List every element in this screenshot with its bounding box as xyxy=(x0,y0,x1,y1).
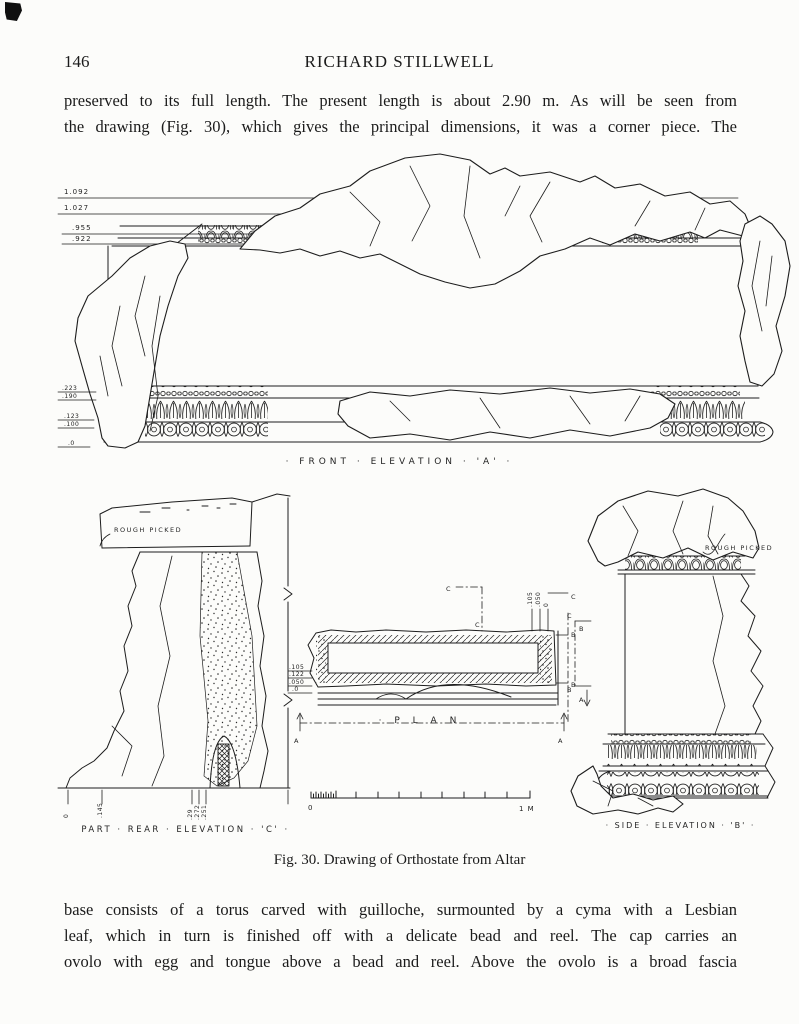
svg-text:.123: .123 xyxy=(64,413,79,420)
svg-text:C: C xyxy=(571,593,576,601)
rear-elevation-caption: PART · REAR · ELEVATION · 'C' · xyxy=(81,825,290,835)
svg-text:.272: .272 xyxy=(194,805,201,820)
svg-text:.251: .251 xyxy=(201,805,208,820)
side-elevation-caption: · SIDE · ELEVATION · 'B' · xyxy=(605,821,756,830)
side-elevation-drawing: ROUGH PICKED C B B A xyxy=(567,488,776,815)
svg-text:.0: .0 xyxy=(292,686,299,693)
svg-text:B: B xyxy=(571,681,575,689)
svg-text:.955: .955 xyxy=(72,224,92,232)
svg-text:.105: .105 xyxy=(527,592,534,607)
scan-corner-mark xyxy=(5,2,22,21)
front-elevation-drawing: 1.092 1.027 .955 .922 xyxy=(57,153,791,449)
svg-text:0: 0 xyxy=(63,814,70,818)
running-head: RICHARD STILLWELL xyxy=(304,52,495,71)
svg-text:.223: .223 xyxy=(62,385,77,392)
page-number: 146 xyxy=(64,52,90,71)
svg-text:A: A xyxy=(558,737,563,745)
svg-text:0: 0 xyxy=(543,603,550,607)
scale-bar xyxy=(310,790,531,799)
svg-text:1.027: 1.027 xyxy=(64,204,89,212)
paragraph-line: base consists of a torus carved with gui… xyxy=(64,900,737,919)
plan-caption: · P L A N xyxy=(378,716,462,726)
svg-text:.29: .29 xyxy=(187,809,194,820)
svg-text:C: C xyxy=(446,585,451,593)
paragraph-line: the drawing (Fig. 30), which gives the p… xyxy=(64,117,737,136)
paragraph-line: ovolo with egg and tongue above a bead a… xyxy=(64,952,737,971)
rear-elevation-drawing: ROUGH PICKED 0 .145 .29 .272 .251 xyxy=(57,493,293,820)
svg-text:C: C xyxy=(567,612,572,620)
svg-text:.145: .145 xyxy=(97,803,104,818)
svg-text:ROUGH PICKED: ROUGH PICKED xyxy=(705,544,773,552)
figure-caption: Fig. 30. Drawing of Orthostate from Alta… xyxy=(273,852,526,868)
svg-text:.922: .922 xyxy=(72,235,92,243)
svg-text:.122: .122 xyxy=(289,671,304,678)
svg-text:ROUGH PICKED: ROUGH PICKED xyxy=(114,526,182,534)
svg-text:1.092: 1.092 xyxy=(64,188,89,196)
svg-text:.050: .050 xyxy=(289,679,304,686)
svg-text:A: A xyxy=(579,696,584,704)
paragraph-line: preserved to its full length. The presen… xyxy=(64,91,737,110)
svg-text:0: 0 xyxy=(308,804,313,812)
bottom-paragraph: base consists of a torus carved with gui… xyxy=(64,897,737,975)
svg-text:B: B xyxy=(567,686,571,694)
svg-text:.105: .105 xyxy=(289,664,304,671)
svg-text:1 M: 1 M xyxy=(519,805,535,813)
paragraph-line: leaf, which in turn is finished off with… xyxy=(64,926,737,945)
plan-drawing: C C C B B A A .105 .050 0 .105 .122 .050… xyxy=(287,585,576,813)
svg-text:B: B xyxy=(579,625,583,633)
svg-text:.0: .0 xyxy=(68,440,75,447)
svg-text:B: B xyxy=(571,631,575,639)
svg-text:.100: .100 xyxy=(64,421,79,428)
svg-text:.050: .050 xyxy=(535,592,542,607)
top-paragraph: preserved to its full length. The presen… xyxy=(64,88,737,140)
svg-text:.190: .190 xyxy=(62,393,77,400)
front-elevation-caption: · FRONT · ELEVATION · 'A' · xyxy=(285,457,514,467)
svg-text:C: C xyxy=(475,621,480,629)
svg-text:A: A xyxy=(294,737,299,745)
